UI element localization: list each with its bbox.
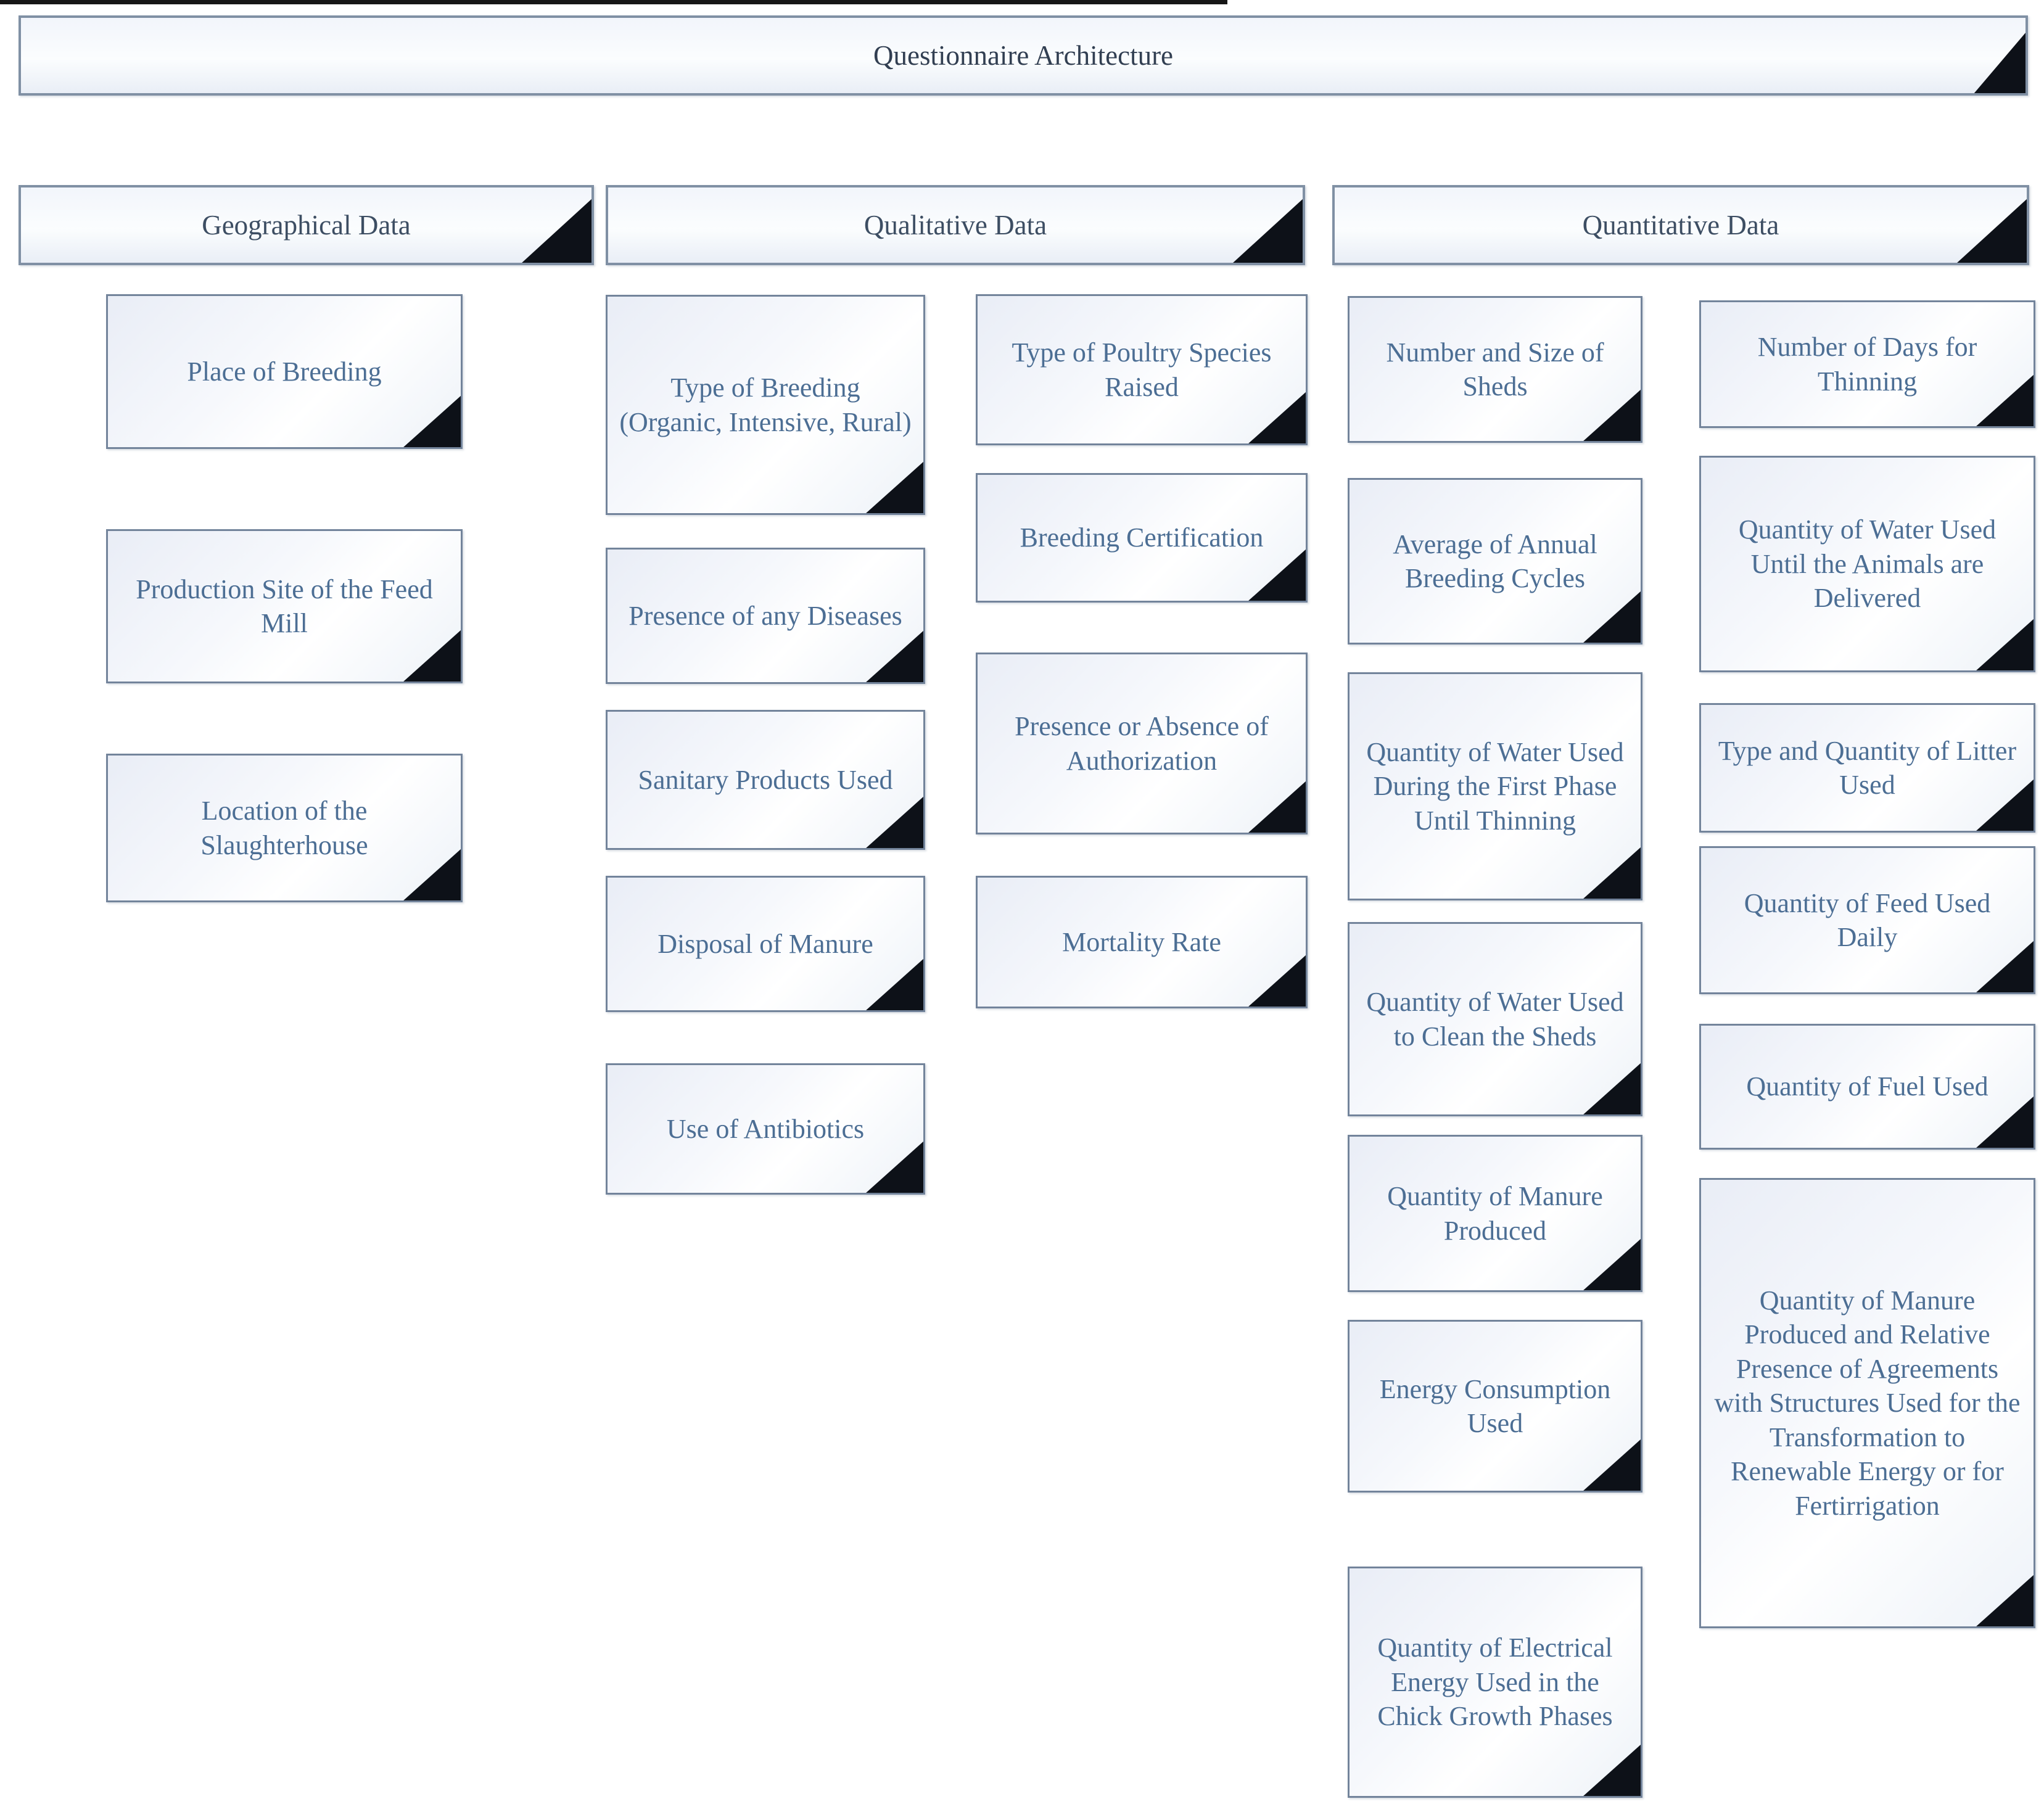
folded-corner-icon xyxy=(1583,591,1641,643)
topic-box: Energy Consumption Used xyxy=(1348,1320,1642,1493)
topic-label: Type of Breeding (Organic, Intensive, Ru… xyxy=(619,373,912,437)
section-label: Qualitative Data xyxy=(863,210,1047,241)
section-label: Geographical Data xyxy=(202,210,411,241)
folded-corner-icon xyxy=(1583,389,1641,441)
topic-box: Quantity of Manure Produced xyxy=(1348,1135,1642,1292)
topic-box: Number of Days for Thinning xyxy=(1699,300,2035,428)
topic-box: Type of Breeding (Organic, Intensive, Ru… xyxy=(606,295,925,515)
folded-corner-icon xyxy=(1976,1096,2034,1148)
topic-label: Disposal of Manure xyxy=(657,928,873,959)
topic-label: Quantity of Feed Used Daily xyxy=(1744,887,1991,952)
folded-corner-icon xyxy=(1248,955,1306,1007)
topic-label: Place of Breeding xyxy=(187,356,382,387)
folded-corner-icon xyxy=(1583,1238,1641,1290)
folded-corner-icon xyxy=(865,796,923,848)
topic-box: Location of the Slaughterhouse xyxy=(106,754,463,902)
topic-box: Average of Annual Breeding Cycles xyxy=(1348,478,1642,644)
topic-label: Quantity of Water Used During the First … xyxy=(1366,736,1624,836)
topic-label: Presence of any Diseases xyxy=(628,600,902,631)
folded-corner-icon xyxy=(1248,781,1306,833)
folded-corner-icon xyxy=(403,630,461,682)
folded-corner-icon xyxy=(1956,199,2027,263)
topic-box: Quantity of Feed Used Daily xyxy=(1699,846,2035,994)
topic-box: Sanitary Products Used xyxy=(606,710,925,850)
section-header-quantitative: Quantitative Data xyxy=(1332,185,2029,265)
folded-corner-icon xyxy=(1976,1575,2034,1626)
folded-corner-icon xyxy=(1976,941,2034,992)
topic-label: Presence or Absence of Authorization xyxy=(1015,711,1269,776)
section-header-geographical: Geographical Data xyxy=(19,185,594,265)
folded-corner-icon xyxy=(1974,32,2025,93)
folded-corner-icon xyxy=(865,958,923,1010)
topic-label: Quantity of Water Used to Clean the Shed… xyxy=(1366,987,1624,1052)
topic-box: Mortality Rate xyxy=(976,876,1308,1008)
folded-corner-icon xyxy=(1583,1744,1641,1796)
topic-label: Number of Days for Thinning xyxy=(1757,332,1977,397)
topic-box: Quantity of Water Used Until the Animals… xyxy=(1699,456,2035,672)
folded-corner-icon xyxy=(1232,199,1303,263)
topic-label: Type and Quantity of Litter Used xyxy=(1718,735,2017,800)
folded-corner-icon xyxy=(403,395,461,447)
folded-corner-icon xyxy=(1976,779,2034,831)
folded-corner-icon xyxy=(1583,1063,1641,1114)
folded-corner-icon xyxy=(1248,549,1306,601)
title-bar: Questionnaire Architecture xyxy=(19,15,2028,96)
topic-box: Production Site of the Feed Mill xyxy=(106,529,463,683)
topic-box: Use of Antibiotics xyxy=(606,1063,925,1195)
topic-box: Quantity of Manure Produced and Relative… xyxy=(1699,1178,2035,1628)
topic-box: Quantity of Water Used During the First … xyxy=(1348,672,1642,900)
topic-box: Quantity of Fuel Used xyxy=(1699,1024,2035,1150)
topic-label: Sanitary Products Used xyxy=(638,764,893,795)
folded-corner-icon xyxy=(521,199,591,263)
topic-box: Quantity of Water Used to Clean the Shed… xyxy=(1348,922,1642,1116)
topic-label: Quantity of Manure Produced and Relative… xyxy=(1714,1285,2021,1521)
top-edge-line xyxy=(0,0,1227,4)
topic-label: Use of Antibiotics xyxy=(666,1113,865,1144)
topic-box: Disposal of Manure xyxy=(606,876,925,1012)
topic-label: Mortality Rate xyxy=(1062,926,1221,957)
folded-corner-icon xyxy=(1248,392,1306,443)
topic-box: Number and Size of Sheds xyxy=(1348,296,1642,443)
folded-corner-icon xyxy=(403,849,461,900)
topic-label: Breeding Certification xyxy=(1020,522,1264,553)
topic-label: Energy Consumption Used xyxy=(1379,1373,1611,1438)
topic-box: Place of Breeding xyxy=(106,294,463,449)
folded-corner-icon xyxy=(865,1141,923,1193)
topic-box: Type of Poultry Species Raised xyxy=(976,294,1308,445)
topic-box: Quantity of Electrical Energy Used in th… xyxy=(1348,1567,1642,1798)
topic-label: Production Site of the Feed Mill xyxy=(136,574,433,638)
topic-label: Quantity of Manure Produced xyxy=(1387,1181,1603,1246)
folded-corner-icon xyxy=(865,630,923,682)
folded-corner-icon xyxy=(865,461,923,513)
section-label: Quantitative Data xyxy=(1582,210,1779,241)
topic-label: Type of Poultry Species Raised xyxy=(1012,337,1272,402)
topic-box: Presence or Absence of Authorization xyxy=(976,653,1308,834)
folded-corner-icon xyxy=(1583,1439,1641,1491)
topic-box: Presence of any Diseases xyxy=(606,548,925,684)
folded-corner-icon xyxy=(1976,619,2034,670)
folded-corner-icon xyxy=(1976,374,2034,426)
topic-label: Number and Size of Sheds xyxy=(1386,337,1604,402)
folded-corner-icon xyxy=(1583,847,1641,899)
topic-label: Quantity of Electrical Energy Used in th… xyxy=(1377,1633,1613,1732)
page-title: Questionnaire Architecture xyxy=(873,40,1174,71)
topic-box: Breeding Certification xyxy=(976,473,1308,603)
topic-label: Quantity of Water Used Until the Animals… xyxy=(1738,514,1997,614)
topic-label: Average of Annual Breeding Cycles xyxy=(1393,529,1597,593)
section-header-qualitative: Qualitative Data xyxy=(606,185,1305,265)
topic-box: Type and Quantity of Litter Used xyxy=(1699,703,2035,833)
topic-label: Location of the Slaughterhouse xyxy=(200,796,368,860)
topic-label: Quantity of Fuel Used xyxy=(1746,1071,1988,1102)
